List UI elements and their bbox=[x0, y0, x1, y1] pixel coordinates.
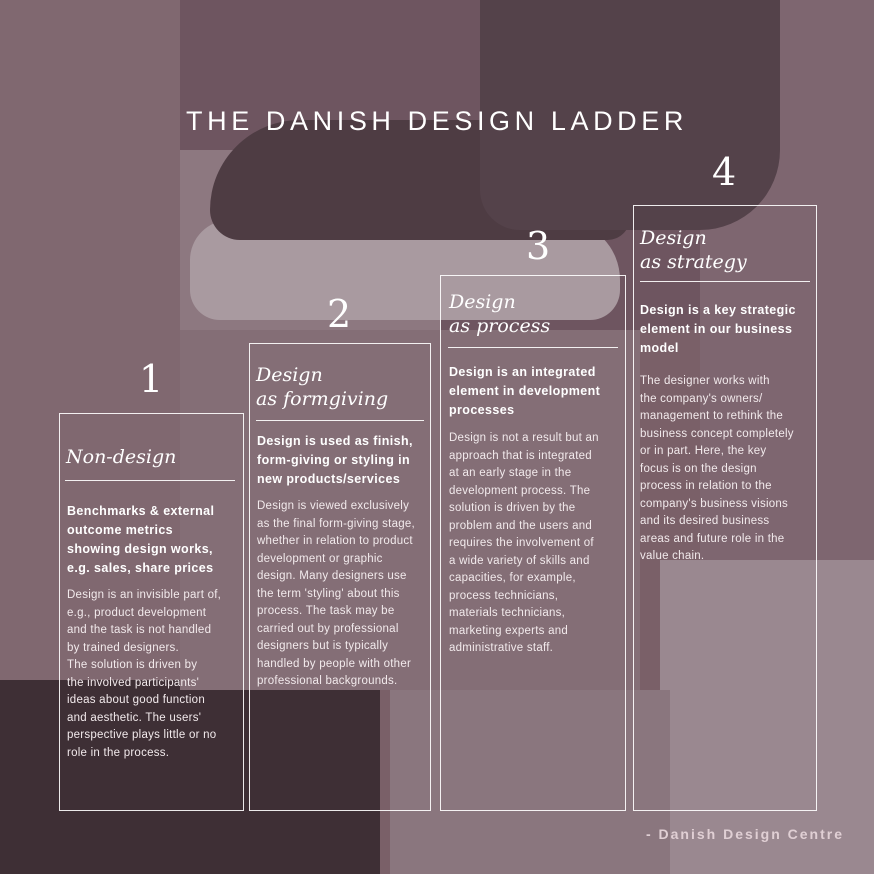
step-divider-1 bbox=[65, 480, 235, 481]
step-lead-process: Design is an integrated element in devel… bbox=[449, 365, 601, 417]
step-number-4: 4 bbox=[712, 150, 737, 194]
step-heading-process: Design as process bbox=[449, 291, 551, 337]
step-body-non-design: Design is an invisible part of, e.g., pr… bbox=[67, 589, 222, 759]
step-lead-formgiving: Design is used as finish, form-giving or… bbox=[257, 434, 413, 486]
page-title: THE DANISH DESIGN LADDER bbox=[186, 106, 688, 136]
step-number-3: 3 bbox=[526, 224, 551, 268]
step-heading-non-design: Non-design bbox=[66, 446, 177, 468]
step-number-2: 2 bbox=[327, 292, 352, 336]
step-divider-2 bbox=[256, 420, 424, 421]
step-lead-non-design: Benchmarks & external outcome metrics sh… bbox=[67, 504, 215, 575]
step-heading-strategy: Design as strategy bbox=[640, 227, 747, 273]
step-box-process bbox=[440, 275, 626, 811]
step-heading-formgiving: Design as formgiving bbox=[256, 364, 389, 410]
step-lead-strategy: Design is a key strategic element in our… bbox=[640, 303, 796, 355]
step-body-strategy: The designer works with the company's ow… bbox=[640, 375, 794, 562]
step-number-1: 1 bbox=[139, 357, 164, 401]
step-box-formgiving bbox=[249, 343, 431, 811]
step-divider-3 bbox=[448, 347, 618, 348]
step-divider-4 bbox=[640, 281, 810, 282]
step-box-non-design bbox=[59, 413, 244, 811]
step-body-formgiving: Design is viewed exclusively as the fina… bbox=[257, 500, 415, 687]
step-box-strategy bbox=[633, 205, 817, 811]
source-credit: - Danish Design Centre bbox=[645, 826, 844, 842]
step-body-process: Design is not a result but an approach t… bbox=[449, 432, 599, 654]
